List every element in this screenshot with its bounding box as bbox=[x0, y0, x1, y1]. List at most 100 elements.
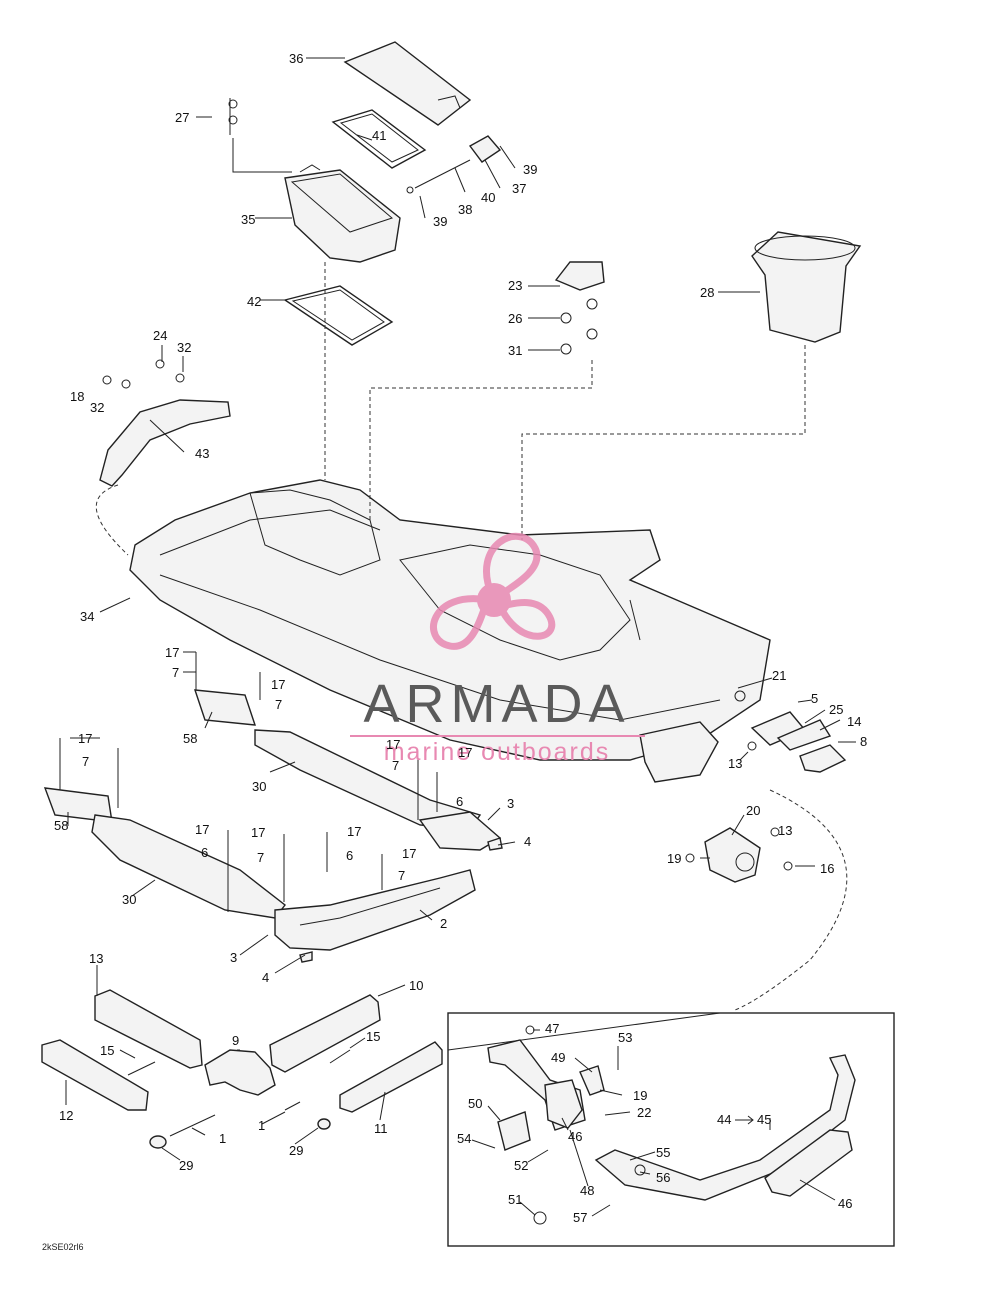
callout-labels: 3641354227393740383923263128243218324334… bbox=[54, 51, 867, 1225]
grab-handle bbox=[99, 399, 231, 487]
callout-25: 25 bbox=[829, 702, 843, 717]
callout-3: 3 bbox=[230, 950, 237, 965]
storage-lid bbox=[343, 41, 472, 126]
strip-11 bbox=[339, 1041, 443, 1113]
pump-bracket bbox=[704, 827, 761, 883]
callout-17: 17 bbox=[195, 822, 209, 837]
storage-bin bbox=[284, 169, 401, 263]
callout-38: 38 bbox=[458, 202, 472, 217]
callout-17: 17 bbox=[347, 824, 361, 839]
callout-57: 57 bbox=[573, 1210, 587, 1225]
callout-17: 17 bbox=[458, 745, 472, 760]
latch-bracket bbox=[468, 135, 502, 163]
propeller-logo-icon bbox=[430, 533, 556, 650]
callout-1: 1 bbox=[258, 1118, 265, 1133]
callout-24: 24 bbox=[153, 328, 167, 343]
rear-clamp bbox=[776, 719, 832, 751]
callout-58: 58 bbox=[183, 731, 197, 746]
watercraft-hull bbox=[129, 479, 771, 761]
callout-29: 29 bbox=[179, 1158, 193, 1173]
callout-7: 7 bbox=[398, 868, 405, 883]
callout-39: 39 bbox=[523, 162, 537, 177]
callout-7: 7 bbox=[82, 754, 89, 769]
hull-strake-upper bbox=[193, 689, 257, 726]
watermark-tagline: marine outboards bbox=[384, 738, 611, 766]
callout-3: 3 bbox=[507, 796, 514, 811]
callout-4: 4 bbox=[262, 970, 269, 985]
callout-26: 26 bbox=[508, 311, 522, 326]
callout-17: 17 bbox=[271, 677, 285, 692]
callout-21: 21 bbox=[772, 668, 786, 683]
diagram-code: 2kSE02rl6 bbox=[42, 1242, 84, 1252]
callout-17: 17 bbox=[386, 737, 400, 752]
storage-cup bbox=[751, 231, 862, 343]
leader-lines bbox=[59, 57, 856, 1217]
sponson bbox=[274, 869, 476, 951]
strip-10 bbox=[269, 994, 381, 1073]
callout-30: 30 bbox=[122, 892, 136, 907]
callout-52: 52 bbox=[514, 1158, 528, 1173]
armada-watermark: ARMADA marine outboards bbox=[350, 533, 645, 766]
bracket-9 bbox=[204, 1049, 276, 1096]
callout-56: 56 bbox=[656, 1170, 670, 1185]
callout-35: 35 bbox=[241, 212, 255, 227]
callout-6: 6 bbox=[346, 848, 353, 863]
callout-7: 7 bbox=[172, 665, 179, 680]
callout-6: 6 bbox=[456, 794, 463, 809]
callout-40: 40 bbox=[481, 190, 495, 205]
callout-22: 22 bbox=[637, 1105, 651, 1120]
callout-23: 23 bbox=[508, 278, 522, 293]
callout-41: 41 bbox=[372, 128, 386, 143]
callout-42: 42 bbox=[247, 294, 261, 309]
callout-32: 32 bbox=[177, 340, 191, 355]
callout-17: 17 bbox=[251, 825, 265, 840]
strip-13 bbox=[94, 989, 203, 1069]
callout-10: 10 bbox=[409, 978, 423, 993]
callout-8: 8 bbox=[860, 734, 867, 749]
bin-seal-ring bbox=[283, 285, 394, 346]
part-drawings bbox=[41, 41, 895, 1247]
callout-39: 39 bbox=[433, 214, 447, 229]
callout-15: 15 bbox=[100, 1043, 114, 1058]
watermark-brand: ARMADA bbox=[363, 674, 630, 734]
callout-54: 54 bbox=[457, 1131, 471, 1146]
callout-14: 14 bbox=[847, 714, 861, 729]
callout-51: 51 bbox=[508, 1192, 522, 1207]
callout-48: 48 bbox=[580, 1183, 594, 1198]
callout-44: 44 bbox=[717, 1112, 731, 1127]
callout-36: 36 bbox=[289, 51, 303, 66]
callout-45: 45 bbox=[757, 1112, 771, 1127]
callout-15: 15 bbox=[366, 1029, 380, 1044]
callout-46: 46 bbox=[838, 1196, 852, 1211]
mount-bracket bbox=[554, 261, 605, 291]
callout-32: 32 bbox=[90, 400, 104, 415]
callout-13: 13 bbox=[728, 756, 742, 771]
callout-13: 13 bbox=[778, 823, 792, 838]
exhaust-muffler bbox=[764, 1129, 853, 1197]
callout-46: 46 bbox=[568, 1129, 582, 1144]
callout-2: 2 bbox=[440, 916, 447, 931]
rear-cleat bbox=[799, 744, 847, 773]
callout-9: 9 bbox=[232, 1033, 239, 1048]
callout-29: 29 bbox=[289, 1143, 303, 1158]
callout-17: 17 bbox=[402, 846, 416, 861]
callout-47: 47 bbox=[545, 1021, 559, 1036]
callout-37: 37 bbox=[512, 181, 526, 196]
callout-30: 30 bbox=[252, 779, 266, 794]
callout-4: 4 bbox=[524, 834, 531, 849]
callout-50: 50 bbox=[468, 1096, 482, 1111]
callout-19: 19 bbox=[633, 1088, 647, 1103]
detail-inset-frame bbox=[447, 1012, 895, 1247]
callout-5: 5 bbox=[811, 691, 818, 706]
callout-12: 12 bbox=[59, 1108, 73, 1123]
callout-16: 16 bbox=[820, 861, 834, 876]
callout-11: 11 bbox=[374, 1121, 388, 1136]
callout-17: 17 bbox=[165, 645, 179, 660]
callout-27: 27 bbox=[175, 110, 189, 125]
callout-31: 31 bbox=[508, 343, 522, 358]
callout-7: 7 bbox=[275, 697, 282, 712]
exhaust-pipe bbox=[594, 1054, 856, 1201]
callout-13: 13 bbox=[89, 951, 103, 966]
